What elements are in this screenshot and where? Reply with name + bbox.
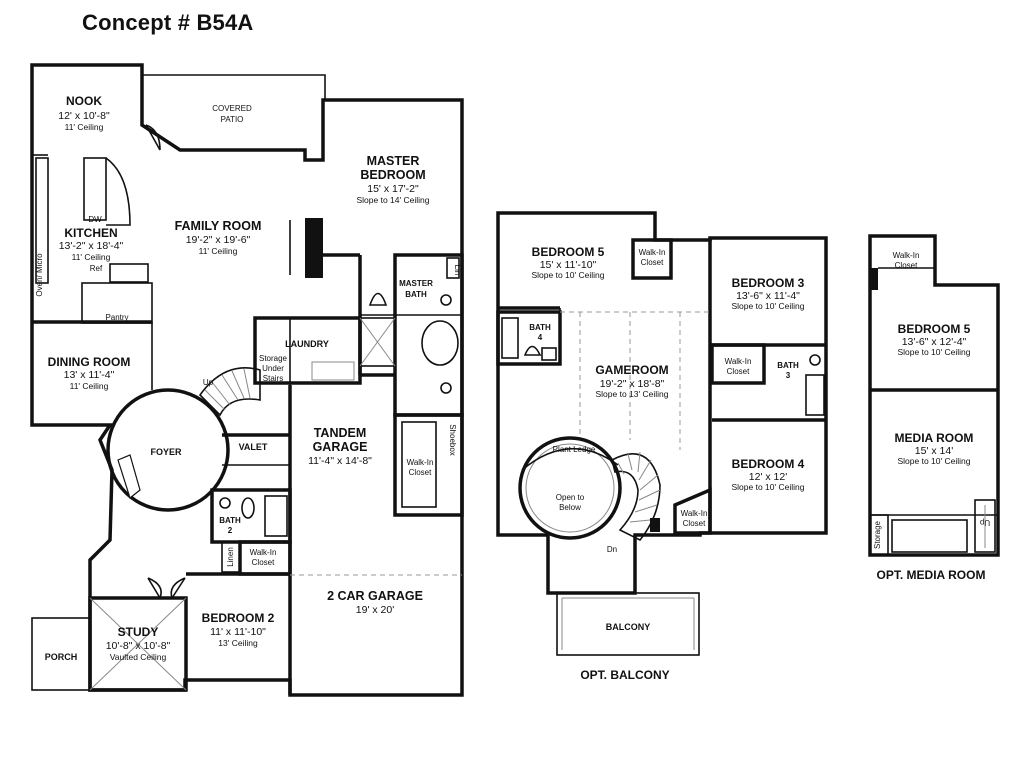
option-media-plan <box>868 234 1000 557</box>
bedroom2-label: BEDROOM 2 <box>202 611 275 625</box>
storage-label-2: Under <box>262 364 284 373</box>
nook-note: 11' Ceiling <box>65 122 104 132</box>
nook-dim: 12' x 10'-8" <box>58 110 110 122</box>
first-floor-labels: NOOK 12' x 10'-8" 11' Ceiling COVERED PA… <box>35 94 462 662</box>
second-floor-labels: BEDROOM 5 15' x 11'-10" Slope to 10' Cei… <box>529 245 805 682</box>
bath2-label-1: BATH <box>219 516 241 525</box>
bedroom3-dim: 13'-6" x 11'-4" <box>736 290 800 302</box>
media-closet-label-2: Closet <box>895 261 918 270</box>
media-storage-label: Storage <box>873 520 882 549</box>
open-below-label-1: Open to <box>556 493 585 502</box>
option-media-labels: Walk-In Closet BEDROOM 5 13'-6" x 12'-4"… <box>873 251 990 582</box>
tandem-garage-label-1: TANDEM <box>314 426 367 440</box>
storage-label-1: Storage <box>259 354 288 363</box>
covered-patio-label-2: PATIO <box>221 115 244 124</box>
upstairs-bedroom5-label: BEDROOM 5 <box>532 245 605 259</box>
master-closet-label-1: Walk-In <box>407 458 434 467</box>
laundry-label: LAUNDRY <box>285 339 329 349</box>
bedroom2-note: 13' Ceiling <box>218 638 258 648</box>
gameroom-dim: 19'-2" x 18'-8" <box>600 378 665 390</box>
linen-label: Linen <box>226 547 235 567</box>
opt-balcony-caption: OPT. BALCONY <box>580 668 669 682</box>
bedroom2-dim: 11' x 11'-10" <box>210 626 266 638</box>
bed2-closet-label-1: Walk-In <box>250 548 277 557</box>
bath3-label-2: 3 <box>786 371 791 380</box>
media-closet-label-1: Walk-In <box>893 251 920 260</box>
upstairs-bedroom5-dim: 15' x 11'-10" <box>540 259 597 271</box>
study-dim: 10'-8" x 10'-8" <box>106 640 171 652</box>
family-room-dim: 19'-2" x 19'-6" <box>186 234 251 246</box>
valet-label: VALET <box>239 442 268 452</box>
media-bedroom5-note: Slope to 10' Ceiling <box>898 347 971 357</box>
b4-closet-label-2: Closet <box>683 519 706 528</box>
covered-patio-label-1: COVERED <box>212 104 252 113</box>
stairs-up-label: Up <box>203 378 214 387</box>
page-title: Concept # B54A <box>82 10 254 35</box>
dw-label: DW <box>88 215 102 224</box>
open-below-label-2: Below <box>559 503 581 512</box>
nook-label: NOOK <box>66 94 102 108</box>
gameroom-note: Slope to 13' Ceiling <box>596 389 669 399</box>
b5-closet-label-1: Walk-In <box>639 248 666 257</box>
upstairs-bedroom5-note: Slope to 10' Ceiling <box>532 270 605 280</box>
media-room-dim: 15' x 14' <box>915 445 953 457</box>
master-bath-label-1: MASTER <box>399 279 433 288</box>
study-label: STUDY <box>118 625 159 639</box>
bath3-label-1: BATH <box>777 361 799 370</box>
master-bath-label-2: BATH <box>405 290 427 299</box>
first-floor-plan <box>30 63 464 697</box>
media-bedroom5-label: BEDROOM 5 <box>898 322 971 336</box>
b3-closet-label-1: Walk-In <box>725 357 752 366</box>
storage-label-3: Stairs <box>263 374 283 383</box>
bedroom4-dim: 12' x 12' <box>749 471 787 483</box>
bath4-label-2: 4 <box>538 333 543 342</box>
dining-room-label: DINING ROOM <box>48 355 131 369</box>
pantry-label: Pantry <box>105 313 128 322</box>
bedroom3-note: Slope to 10' Ceiling <box>732 301 805 311</box>
study-note: Vaulted Ceiling <box>110 652 167 662</box>
master-bedroom-label-2: BEDROOM <box>360 168 425 182</box>
kitchen-note: 11' Ceiling <box>72 252 111 262</box>
shoebox-label: Shoebox <box>448 424 457 456</box>
oven-micro-label: Oven/ Micro <box>35 253 44 297</box>
b5-closet-label-2: Closet <box>641 258 664 267</box>
porch-label: PORCH <box>45 652 78 662</box>
bedroom4-note: Slope to 10' Ceiling <box>732 482 805 492</box>
stairs-down-label: Dn <box>607 545 617 554</box>
b4-closet-label-1: Walk-In <box>681 509 708 518</box>
master-bedroom-note: Slope to 14' Ceiling <box>357 195 430 205</box>
bedroom3-label: BEDROOM 3 <box>732 276 805 290</box>
balcony-label: BALCONY <box>606 622 651 632</box>
master-bedroom-label-1: MASTER <box>367 154 420 168</box>
b3-closet-label-2: Closet <box>727 367 750 376</box>
master-bedroom-dim: 15' x 17'-2" <box>367 183 419 195</box>
bath2-label-2: 2 <box>228 526 233 535</box>
dining-room-note: 11' Ceiling <box>70 381 109 391</box>
family-room-note: 11' Ceiling <box>199 246 238 256</box>
bedroom4-label: BEDROOM 4 <box>732 457 805 471</box>
master-closet-label-2: Closet <box>409 468 432 477</box>
kitchen-label: KITCHEN <box>64 226 117 240</box>
gameroom-label: GAMEROOM <box>595 363 668 377</box>
kitchen-dim: 13'-2" x 18'-4" <box>59 240 124 252</box>
tandem-garage-dim: 11'-4" x 14'-8" <box>308 455 372 467</box>
tandem-garage-label-2: GARAGE <box>313 440 368 454</box>
bed2-closet-label-2: Closet <box>252 558 275 567</box>
plant-ledge-label: Plant Ledge <box>553 445 596 454</box>
media-bedroom5-dim: 13'-6" x 12'-4" <box>902 336 967 348</box>
media-room-label: MEDIA ROOM <box>895 431 974 445</box>
media-room-note: Slope to 10' Ceiling <box>898 456 971 466</box>
linen-master-label: Lin <box>453 265 462 276</box>
ref-label: Ref <box>90 264 103 273</box>
second-floor-plan <box>496 211 828 656</box>
opt-media-room-caption: OPT. MEDIA ROOM <box>877 568 986 582</box>
foyer-label: FOYER <box>150 447 182 457</box>
two-car-garage-label: 2 CAR GARAGE <box>327 589 423 603</box>
family-room-label: FAMILY ROOM <box>175 219 262 233</box>
media-stairs-up-label: Up <box>979 518 990 527</box>
two-car-garage-dim: 19' x 20' <box>356 604 394 616</box>
bath4-label-1: BATH <box>529 323 551 332</box>
dining-room-dim: 13' x 11'-4" <box>64 369 115 381</box>
